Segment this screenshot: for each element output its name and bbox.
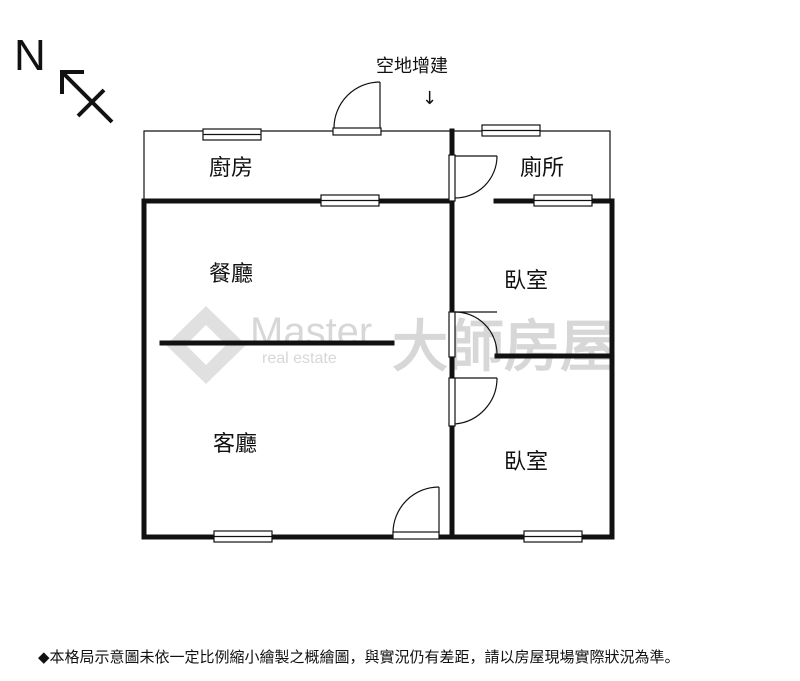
compass-north-label: N: [14, 31, 46, 80]
disclaimer-note: ◆本格局示意圖未依一定比例縮小繪製之概繪圖，與實況仍有差距，請以房屋現場實際狀況…: [38, 648, 680, 666]
room-label-bedroom-upper: 臥室: [504, 269, 548, 294]
window-dining-top: [320, 194, 380, 207]
compass: N: [14, 31, 114, 124]
doors: [332, 81, 498, 540]
door-toilet: [448, 154, 498, 202]
door-bedroom-lower: [448, 377, 498, 427]
door-bedroom-upper: [448, 311, 498, 358]
window-bedroom-top: [533, 194, 593, 207]
watermark-brand-en: Master: [250, 310, 372, 354]
room-label-dining: 餐廳: [209, 262, 253, 287]
extension-annotation: 空地增建: [376, 56, 448, 77]
window-toilet-top: [481, 124, 541, 137]
room-label-bedroom-lower: 臥室: [504, 450, 548, 475]
room-label-kitchen: 廚房: [209, 156, 253, 181]
watermark-tagline: real estate: [262, 350, 337, 367]
room-label-living: 客廳: [213, 432, 257, 457]
window-living-bottom: [213, 530, 273, 543]
extension-arrow: ↓: [422, 88, 437, 109]
window-bedroom-bottom: [523, 530, 583, 543]
watermark-brand-zh: 大師房屋: [392, 315, 616, 380]
door-living-entrance: [392, 486, 440, 540]
door-kitchen-exterior: [332, 81, 382, 136]
windows: [202, 124, 593, 543]
north-arrow-icon: [60, 70, 114, 124]
window-kitchen-top: [202, 128, 262, 141]
watermark: Master real estate 大師房屋: [166, 306, 616, 384]
room-label-toilet: 廁所: [520, 156, 564, 181]
